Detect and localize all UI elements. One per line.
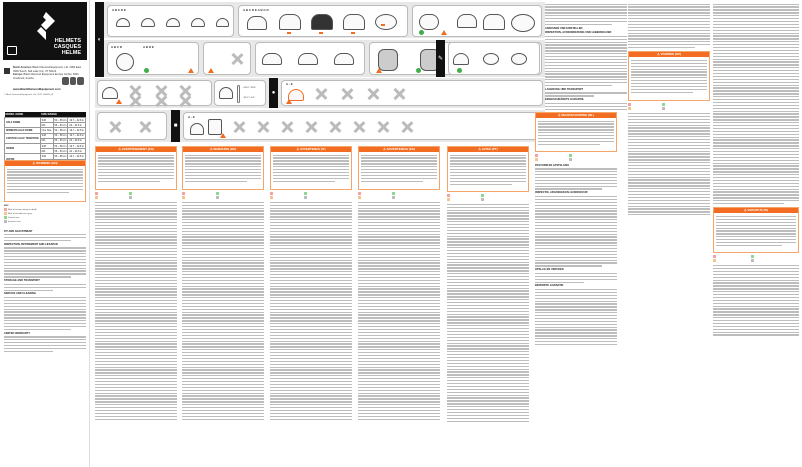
cover-header: HELMETS CASQUES HELME	[3, 2, 87, 60]
fit-section-tab: ◐	[95, 2, 104, 77]
warning-fr: ⚠ AVERTISSEMENT (FR)	[95, 146, 177, 190]
website-url[interactable]: www.BlackDiamondEquipment.com	[13, 87, 61, 91]
warning-sv: ⚠ VARNING (SV)	[628, 51, 710, 102]
warning-icon	[441, 30, 447, 35]
chemical-damage-panel: A - E	[281, 80, 543, 106]
correct-icon	[416, 68, 421, 73]
cover-title: HELMETS CASQUES HELME	[53, 38, 81, 56]
helmet-a-icon	[116, 18, 130, 27]
column-es: ⚠ ADVERTENCIA (ES)	[358, 146, 440, 466]
warning-icon	[188, 68, 194, 73]
copyright: © Black Diamond Equipment, Ltd. 2021 000…	[4, 94, 53, 96]
cleaning-panel	[97, 112, 167, 140]
storage-transport-panel: A - E	[183, 112, 543, 140]
helmet-c-icon	[166, 18, 180, 27]
helmet-d-icon	[191, 18, 205, 27]
helmet-b-icon	[141, 18, 155, 27]
warning-fi: ⚠ VAROITUS (FI)	[713, 207, 799, 254]
thermometer-icon	[237, 85, 240, 103]
helmet-e-icon	[216, 18, 229, 27]
storage-section-tab: ■	[171, 110, 180, 142]
headlamp-panel	[448, 42, 540, 75]
fit-check-panel	[412, 5, 542, 37]
column-pt: ⚠ AVISO (PT)	[447, 146, 529, 466]
warning-icon	[116, 99, 122, 104]
column-fi: ⚠ VAROITUS (FI)	[713, 2, 799, 467]
en-instructions: FIT AND ADJUSTMENT INSPECTION, RETIREMEN…	[4, 228, 86, 354]
legend-en: KEY: Risk of serious injury or death Ris…	[4, 205, 37, 224]
correct-icon	[419, 30, 424, 35]
column-it: ⚠ AVVERTENZA (IT)	[270, 146, 352, 466]
correct-icon	[457, 68, 462, 73]
clean-icon: ●	[271, 90, 276, 96]
warning-pt: ⚠ AVISO (PT)	[447, 146, 529, 192]
column-nl: ⚠ WAARSCHUWING (NL) PASVORM EN AFSTELLIN…	[535, 112, 617, 467]
column-fr: ⚠ AVERTISSEMENT (FR)	[95, 146, 177, 466]
warning-icon	[286, 99, 292, 104]
helmet-models-panel: A B C D E	[107, 5, 234, 37]
chinstrap-panel: A B C D A B D E	[107, 42, 199, 75]
warning-icon	[220, 133, 226, 138]
column-de: ⚠ WARNUNG (DE)	[182, 146, 264, 466]
temperature-panel: +35°C / 95°F -20°C / -4°F	[214, 80, 266, 106]
warning-de: ⚠ WARNUNG (DE)	[182, 146, 264, 190]
warning-icon	[376, 68, 382, 73]
warning-it: ⚠ AVVERTENZA (IT)	[270, 146, 352, 190]
warning-nl: ⚠ WAARSCHUWING (NL)	[535, 112, 617, 152]
warning-es: ⚠ ADVERTENCIA (ES)	[358, 146, 440, 190]
wrench-icon: ✎	[437, 56, 444, 62]
visor-panel	[255, 42, 365, 75]
warning-en: ⚠ WARNING (EN)	[4, 160, 86, 202]
inspection-section-tab: ✎	[436, 40, 445, 77]
manufacturer-address: North America: Black Diamond Equipment, …	[13, 66, 82, 80]
prohibited-use-panel	[97, 80, 212, 106]
cover-panel: HELMETS CASQUES HELME North America: Bla…	[0, 0, 90, 467]
correct-icon	[144, 68, 149, 73]
certification-marks-icon	[62, 77, 85, 85]
warning-icon	[208, 68, 214, 73]
adjustment-panel: A B C D E A B C D	[238, 5, 408, 37]
storage-icon: ■	[173, 123, 178, 129]
column-sv: ⚠ VARNING (SV)	[628, 2, 710, 252]
adjust-icon: ◐	[97, 36, 102, 43]
black-diamond-logo-icon	[37, 12, 55, 40]
care-section-tab: ●	[269, 78, 278, 108]
column-de-continued: ANPASSEN UND EINSTELLEN INSPEKTION, AUSS…	[545, 2, 627, 112]
read-manual-icon	[7, 46, 17, 55]
storage-panel	[203, 42, 251, 75]
manufacturer-icon	[4, 68, 10, 74]
